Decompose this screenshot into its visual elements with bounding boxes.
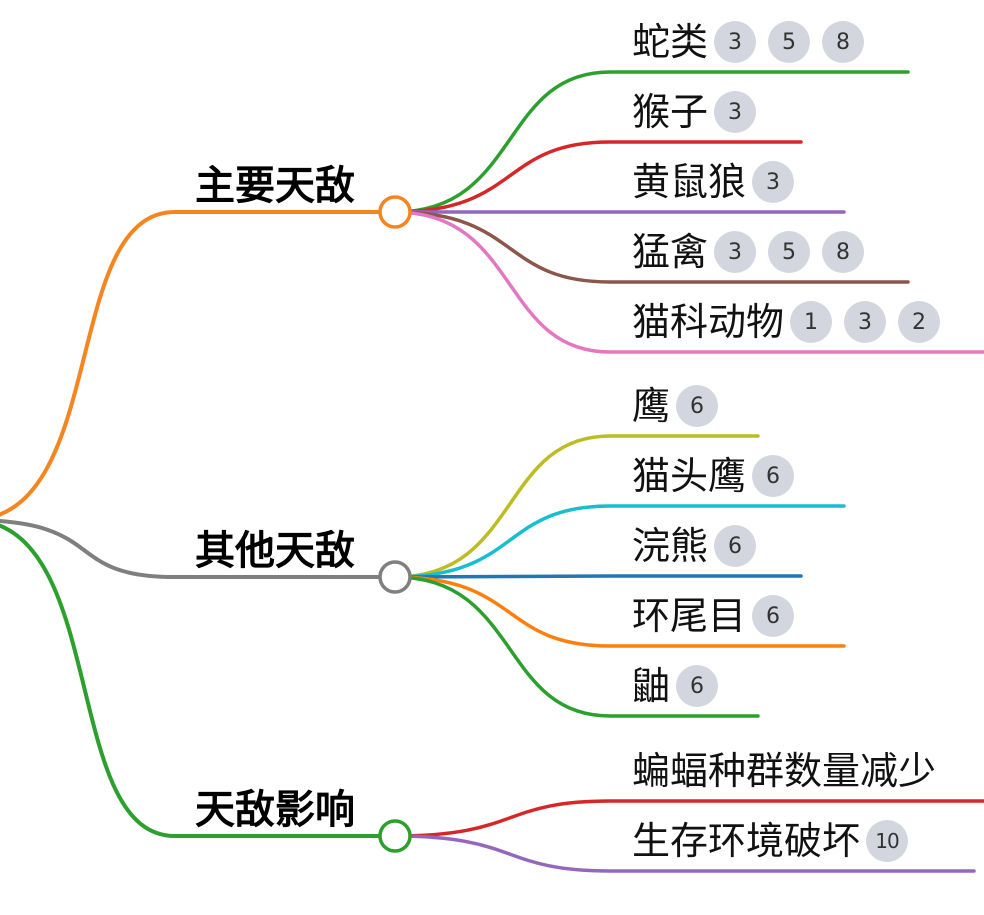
branch-connector: [0, 210, 397, 517]
branch-node-circle[interactable]: [378, 195, 412, 229]
branch-node-circle[interactable]: [378, 819, 412, 853]
reference-badge[interactable]: 5: [768, 21, 811, 63]
leaf-connector: [393, 574, 803, 579]
leaf-label: 鼬: [632, 664, 671, 708]
leaf-label: 环尾目: [632, 594, 747, 638]
reference-badge[interactable]: 3: [714, 231, 757, 273]
branch-connector: [0, 519, 397, 579]
reference-badge[interactable]: 5: [768, 231, 811, 273]
leaf-label: 猴子: [632, 90, 709, 134]
leaf-label: 浣熊: [632, 524, 709, 568]
leaf-label: 猫头鹰: [632, 454, 747, 498]
leaf-connector: [393, 575, 846, 648]
reference-badge[interactable]: 3: [714, 21, 757, 63]
leaf-label: 黄鼠狼: [632, 160, 747, 204]
reference-badge[interactable]: 8: [822, 21, 865, 63]
leaf-connector: [393, 70, 910, 214]
branch-connector: [0, 523, 397, 838]
branch-label-predator-impact[interactable]: 天敌影响: [195, 787, 355, 833]
leaf-label: 蝙蝠种群数量减少: [632, 749, 937, 793]
reference-badge[interactable]: 2: [898, 301, 941, 343]
leaf-label: 猫科动物: [632, 300, 785, 344]
leaf-label: 猛禽: [632, 230, 709, 274]
reference-badge[interactable]: 6: [714, 525, 757, 567]
leaf-connector: [393, 140, 803, 214]
reference-badge[interactable]: 6: [676, 385, 719, 427]
leaf-connector: [393, 504, 846, 579]
leaf-connector: [393, 210, 910, 284]
leaf-connector: [393, 575, 760, 718]
leaf-node[interactable]: 蝙蝠种群数量减少: [632, 745, 942, 797]
branch-label-other-predators[interactable]: 其他天敌: [195, 528, 355, 574]
reference-badge[interactable]: 3: [714, 91, 757, 133]
leaf-connector: [393, 434, 760, 579]
reference-badge[interactable]: 1: [790, 301, 833, 343]
leaf-label: 蛇类: [632, 20, 709, 64]
leaf-connector: [393, 834, 976, 873]
reference-badge[interactable]: 3: [844, 301, 887, 343]
leaf-connector: [393, 799, 984, 838]
reference-badge[interactable]: 10: [866, 820, 909, 862]
reference-badge[interactable]: 6: [752, 595, 795, 637]
leaf-label: 生存环境破坏: [632, 819, 861, 863]
reference-badge[interactable]: 3: [752, 161, 795, 203]
reference-badge[interactable]: 6: [676, 665, 719, 707]
leaf-label: 鹰: [632, 384, 671, 428]
reference-badge[interactable]: 8: [822, 231, 865, 273]
reference-badge[interactable]: 6: [752, 455, 795, 497]
branch-label-main-predators[interactable]: 主要天敌: [195, 163, 355, 209]
leaf-connector: [393, 210, 984, 354]
branch-node-circle[interactable]: [378, 560, 412, 594]
